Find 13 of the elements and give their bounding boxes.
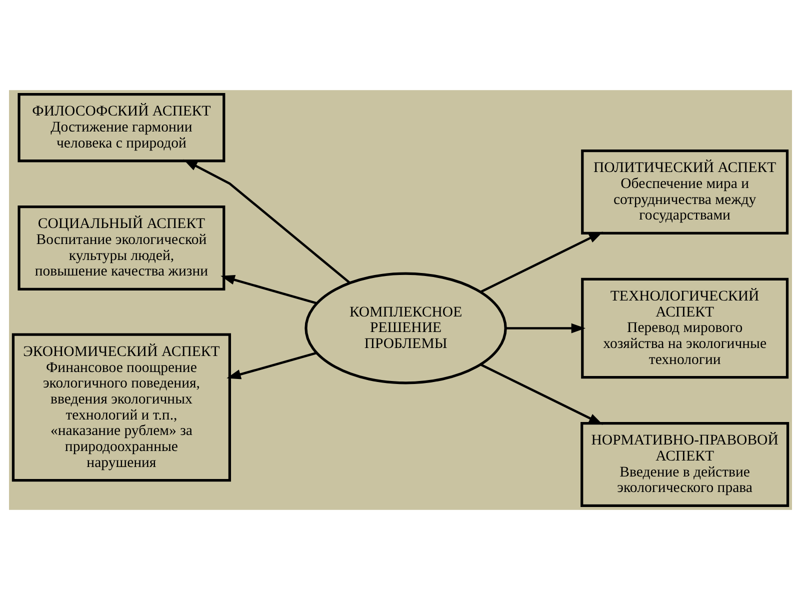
node-ellipse: КОМПЛЕКСНОЕ РЕШЕНИЕ ПРОБЛЕМЫ [304,272,506,384]
arrow [182,159,350,284]
node-box: СОЦИАЛЬНЫЙ АСПЕКТ Воспитание экологической культуры людей, повышение качества жизни [17,206,225,290]
arrow [506,323,586,334]
node-box: НОРМАТИВНО-ПРАВОВОЙ АСПЕКТ Введение в действие экологического права [580,422,789,507]
arrow [480,232,603,293]
node-box: ЭКОНОМИЧЕСКИЙ АСПЕКТ Финансовое поощрение экологичного поведения, введения экологичных технологий и т.п., «наказание рублем» за природоохранные нарушения [11,333,231,482]
arrow [220,275,317,304]
node-box: ПОЛИТИЧЕСКИЙ АСПЕКТ Обеспечение мира и сотрудничества между государствами [580,150,788,235]
arrow [226,352,316,380]
arrow [480,364,603,425]
node-box: ФИЛОСОФСКИЙ АСПЕКТ Достижение гармонии человека с природой [17,93,225,162]
node-box: ТЕХНОЛОГИЧЕСКИЙ АСПЕКТ Перевод мирового хозяйства на экологичные технологии [580,278,788,379]
